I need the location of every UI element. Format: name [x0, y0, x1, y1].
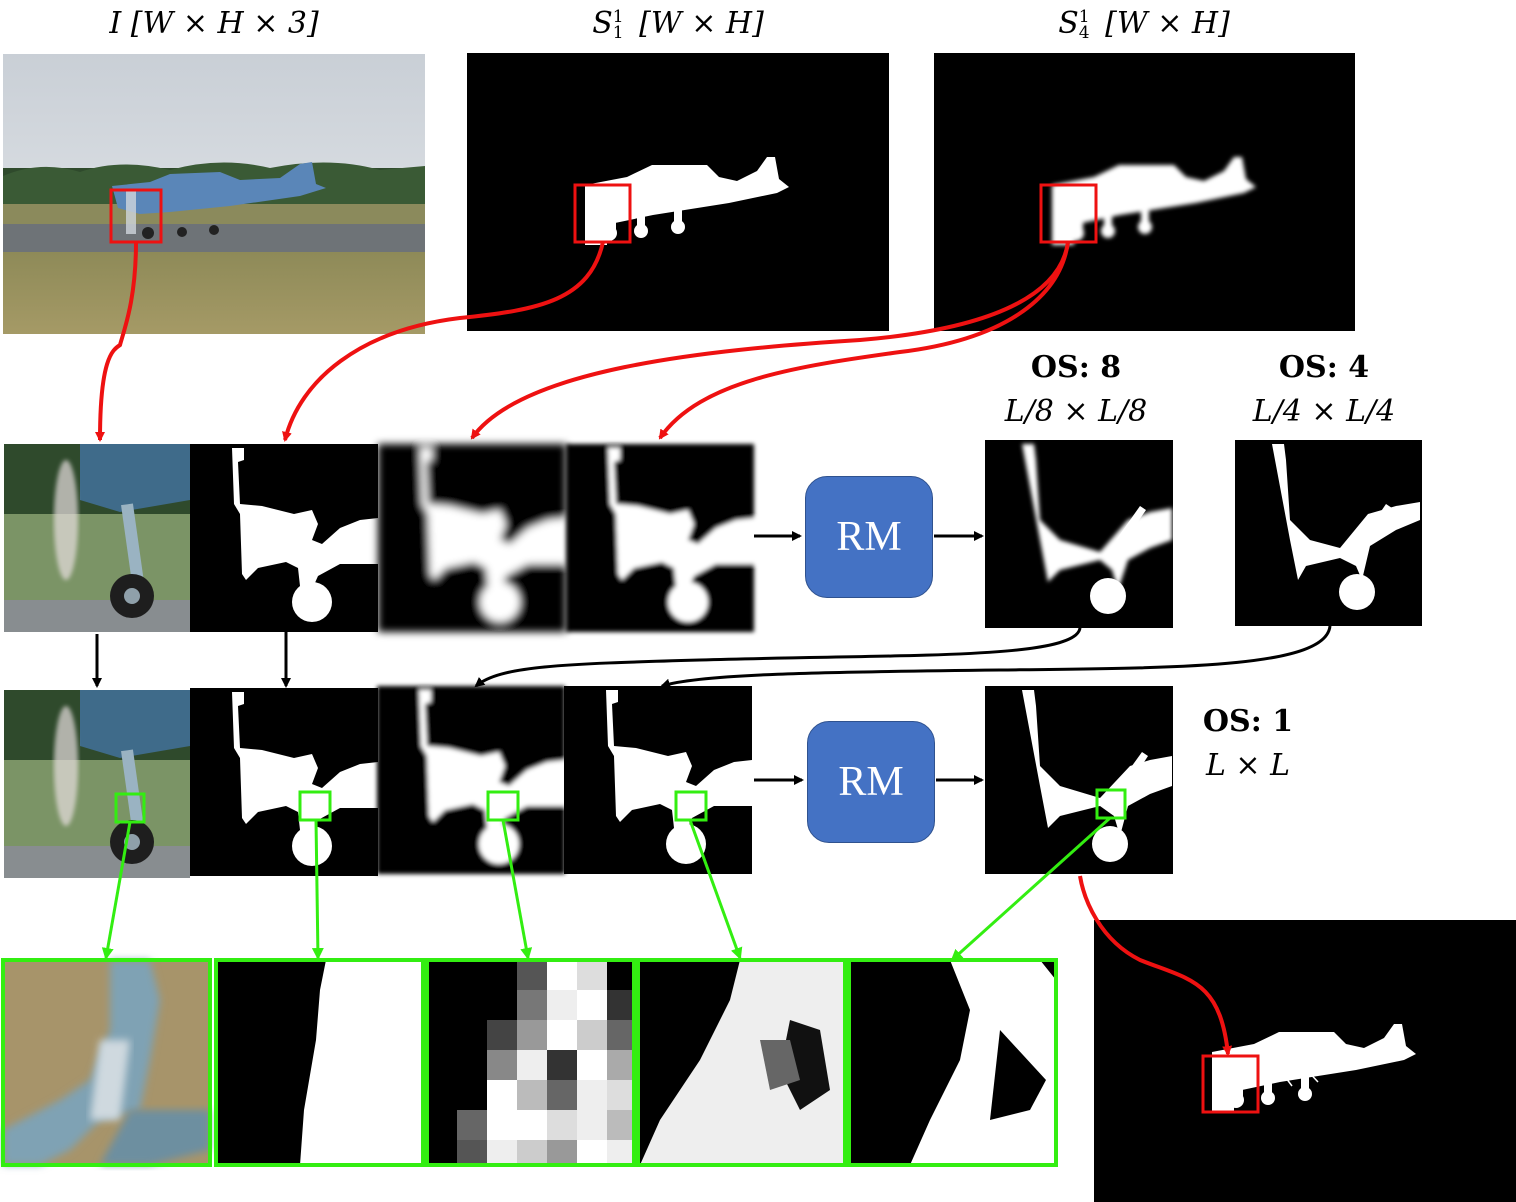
label-seg4-symbol: S — [1058, 6, 1079, 41]
label-seg4-sup: 1 — [1078, 7, 1090, 27]
label-os8-title: OS: 8 — [1030, 350, 1122, 385]
seg-s4-full — [934, 53, 1355, 331]
label-input-dims: [W × H × 3] — [130, 6, 319, 41]
label-input: I [W × H × 3] — [109, 6, 318, 42]
crop-image-row3 — [4, 690, 190, 878]
label-seg4-dims: [W × H] — [1105, 6, 1230, 41]
crop-s4-row3 — [564, 686, 752, 874]
label-seg1-sup: 1 — [612, 7, 624, 27]
label-seg1-dims: [W × H] — [639, 6, 764, 41]
seg-s1-full — [467, 53, 889, 331]
crop-s1-row3 — [190, 688, 378, 876]
crop-s4-row2 — [566, 444, 754, 632]
final-matte — [1094, 920, 1516, 1202]
crop-s1-row2 — [190, 444, 378, 632]
black-flow-arrows — [92, 531, 1332, 785]
zoom-patch-s4 — [636, 958, 847, 1167]
zoom-patch-os1 — [847, 958, 1058, 1167]
rm-module-bottom: RM — [807, 721, 935, 843]
rm-module-top: RM — [805, 476, 933, 598]
label-os1-size: L × L — [1205, 748, 1291, 783]
os1-output — [985, 686, 1173, 874]
crop-s2-row2 — [378, 444, 566, 632]
crop-s2-row3 — [377, 686, 565, 874]
label-seg4-sub: 4 — [1078, 23, 1090, 43]
zoom-patch-s1 — [214, 958, 425, 1167]
crop-image-row2 — [4, 444, 190, 632]
os8-output — [985, 440, 1173, 628]
zoom-patch-image — [1, 958, 212, 1167]
label-input-symbol: I — [109, 6, 122, 41]
label-os8-size: L/8 × L/8 — [1004, 394, 1148, 429]
red-crop-arrows — [95, 241, 1070, 442]
input-photo — [3, 54, 425, 334]
label-os1-title: OS: 1 — [1202, 704, 1294, 739]
zoom-patch-s2 — [425, 958, 636, 1167]
final-red-arrow — [1078, 875, 1233, 1056]
green-zoom-arrows — [101, 816, 1112, 962]
label-os4-size: L/4 × L/4 — [1252, 394, 1396, 429]
label-seg1-sub: 1 — [612, 23, 624, 43]
label-os4-title: OS: 4 — [1278, 350, 1370, 385]
os4-output — [1235, 440, 1422, 626]
label-seg1-symbol: S — [592, 6, 613, 41]
